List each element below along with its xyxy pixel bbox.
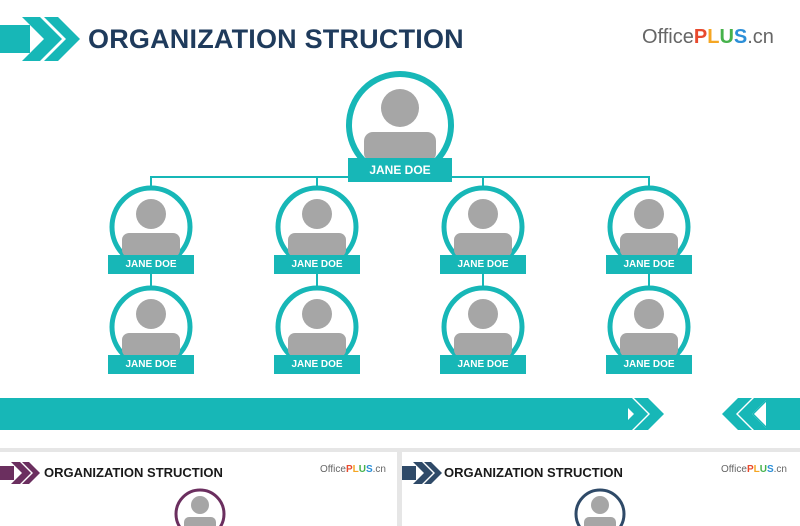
thumb-chevron-icon (0, 462, 40, 484)
connector-vertical-4 (648, 272, 650, 286)
brand-cn: .cn (747, 26, 774, 48)
connector-vertical-3 (482, 272, 484, 286)
avatar-icon (109, 285, 193, 369)
avatar-icon (275, 285, 359, 369)
connector-vertical-2 (316, 272, 318, 286)
connector-drop-3 (482, 176, 484, 188)
org-node-c1-top[interactable]: JANE DOE (108, 184, 194, 276)
brand-plus: PLUS (693, 26, 748, 48)
thumbnail-separator (397, 452, 402, 526)
thumb-brand: OfficePLUS.cn (721, 464, 787, 475)
connector-vertical-1 (150, 272, 152, 286)
org-node-c4-top[interactable]: JANE DOE (606, 184, 692, 276)
thumbnail-slide-1[interactable]: ORGANIZATION STRUCTION OfficePLUS.cn (0, 452, 397, 526)
brand-cn: .cn (372, 464, 386, 475)
footer-chevron-right-icon (618, 398, 664, 430)
avatar-icon (441, 185, 525, 269)
node-label: JANE DOE (606, 355, 692, 374)
node-label: JANE DOE (274, 355, 360, 374)
org-node-c3-top[interactable]: JANE DOE (440, 184, 526, 276)
connector-drop-2 (316, 176, 318, 188)
brand-office: Office (642, 26, 694, 48)
brand-office: Office (320, 464, 346, 475)
brand-plus: PLUS (345, 464, 373, 475)
brand-logo: OfficePLUS.cn (642, 26, 774, 49)
avatar-icon (346, 71, 454, 179)
brand-cn: .cn (773, 464, 787, 475)
thumb-brand: OfficePLUS.cn (320, 464, 386, 475)
brand-plus: PLUS (746, 464, 774, 475)
footer-band (0, 398, 628, 430)
avatar-icon (275, 185, 359, 269)
thumb-chevron-icon (402, 462, 442, 484)
org-node-c2-bottom[interactable]: JANE DOE (274, 284, 360, 376)
node-label: JANE DOE (108, 255, 194, 274)
brand-office: Office (721, 464, 747, 475)
node-label: JANE DOE (440, 255, 526, 274)
header-chevron-icon (0, 17, 80, 61)
org-node-c2-top[interactable]: JANE DOE (274, 184, 360, 276)
org-node-c3-bottom[interactable]: JANE DOE (440, 284, 526, 376)
thumb-title: ORGANIZATION STRUCTION (44, 465, 223, 480)
node-label: JANE DOE (274, 255, 360, 274)
thumbnail-slide-2[interactable]: ORGANIZATION STRUCTION OfficePLUS.cn (402, 452, 800, 526)
node-label: JANE DOE (348, 158, 452, 182)
footer-chevron-left-icon (722, 398, 800, 430)
thumb-title: ORGANIZATION STRUCTION (444, 465, 623, 480)
org-node-c1-bottom[interactable]: JANE DOE (108, 284, 194, 376)
node-label: JANE DOE (440, 355, 526, 374)
connector-drop-4 (648, 176, 650, 188)
node-label: JANE DOE (108, 355, 194, 374)
avatar-icon (607, 285, 691, 369)
thumb-avatar-icon (174, 488, 226, 526)
connector-drop-1 (150, 176, 152, 188)
main-slide[interactable]: ORGANIZATION STRUCTION OfficePLUS.cn JAN… (0, 0, 800, 440)
page-title: ORGANIZATION STRUCTION (88, 24, 464, 54)
org-node-root[interactable]: JANE DOE (344, 70, 456, 184)
thumbnail-divider (0, 448, 800, 452)
thumb-avatar-icon (574, 488, 626, 526)
org-node-c4-bottom[interactable]: JANE DOE (606, 284, 692, 376)
node-label: JANE DOE (606, 255, 692, 274)
avatar-icon (109, 185, 193, 269)
